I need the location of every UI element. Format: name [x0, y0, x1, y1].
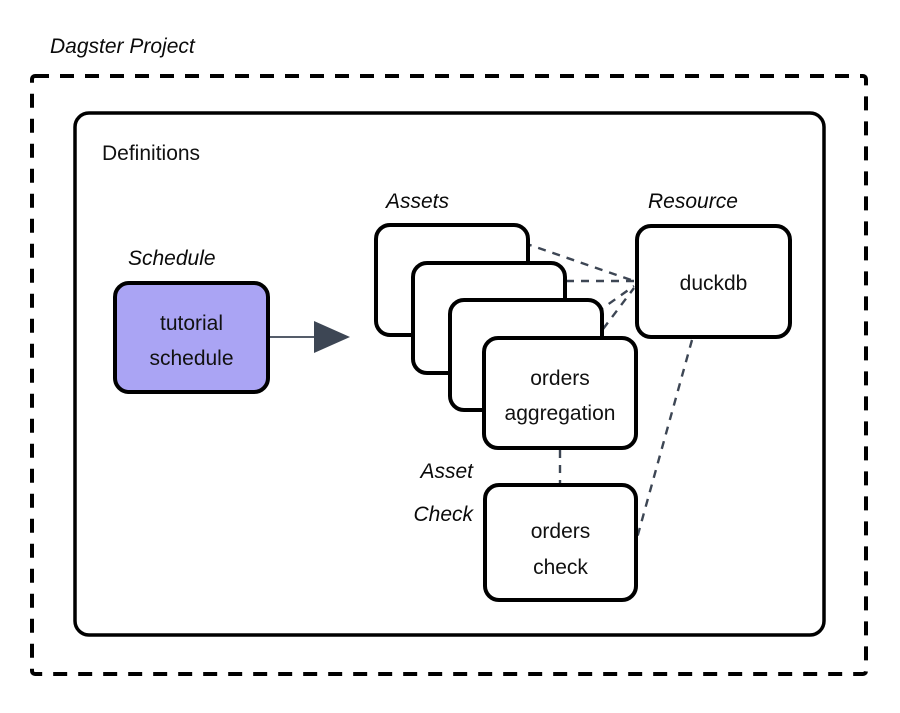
node-orders-aggregation-line2: aggregation [505, 402, 616, 425]
asset-check-group-label-line1: Asset [418, 460, 474, 483]
node-duckdb-label: duckdb [680, 272, 748, 295]
node-orders-aggregation-line1: orders [530, 367, 590, 390]
project-title: Dagster Project [50, 35, 196, 58]
node-tutorial-schedule-line2: schedule [149, 347, 233, 370]
edge-asset1-to-duckdb [523, 241, 635, 283]
definitions-label: Definitions [102, 142, 200, 165]
edge-orders-aggregation-to-duckdb [593, 287, 635, 342]
node-orders-check-line1: orders [531, 520, 591, 543]
node-duckdb[interactable] [635, 224, 792, 339]
assets-group-label: Assets [384, 190, 450, 213]
edge-duckdb-to-orders-check [635, 339, 694, 539]
schedule-group-label: Schedule [128, 247, 216, 270]
project-boundary [30, 74, 868, 676]
asset-check-group-label-line2: Check [413, 503, 474, 526]
definitions-container [73, 111, 826, 637]
node-orders-check[interactable] [483, 483, 638, 602]
node-tutorial-schedule-line1: tutorial [160, 312, 223, 335]
edge-asset3-to-duckdb [571, 285, 635, 331]
resource-group-label: Resource [648, 190, 738, 213]
node-orders-aggregation[interactable] [482, 336, 638, 450]
node-tutorial-schedule[interactable] [113, 281, 270, 394]
flow-arrowhead-schedule-to-assets [314, 321, 350, 353]
node-orders-check-line2: check [533, 556, 588, 579]
